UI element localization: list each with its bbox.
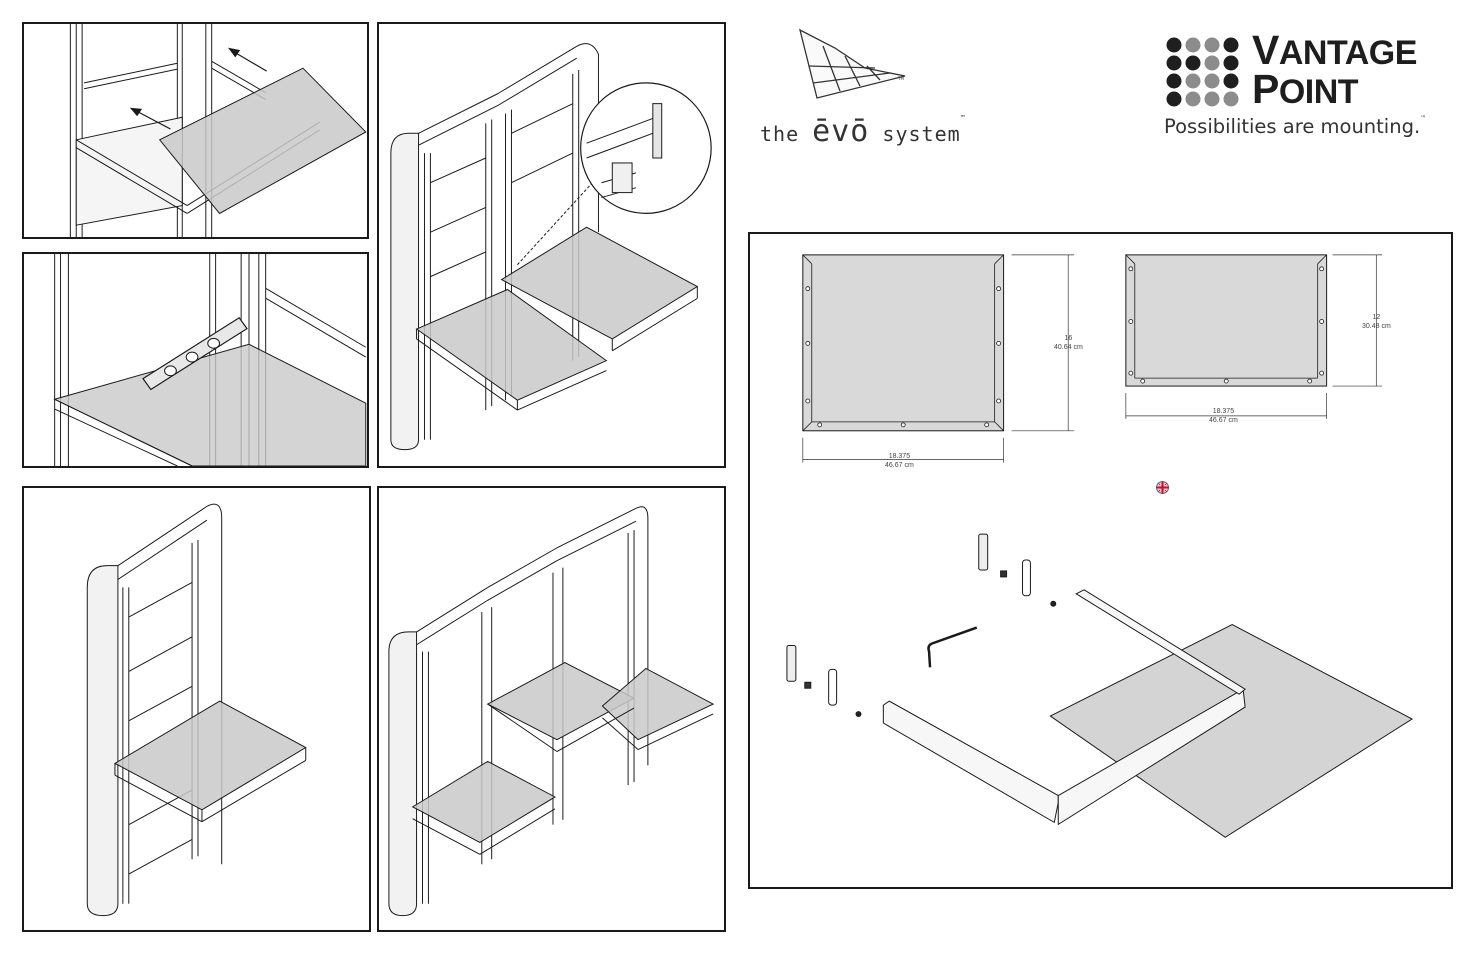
shelf-large-width-in: 18.375 bbox=[888, 453, 911, 460]
shelf-small-depth-cm: 30.48 cm bbox=[1362, 323, 1391, 330]
brand-tagline: Possibilities are mounting.™ bbox=[1164, 115, 1426, 138]
shelf-small-depth-label: 12 30.48 cm bbox=[1362, 313, 1391, 331]
shelf-small-width-cm: 46.67 cm bbox=[1209, 417, 1238, 424]
tagline-tm: ™ bbox=[1420, 115, 1427, 122]
tagline-text: Possibilities are mounting. bbox=[1164, 115, 1421, 138]
shelf-dimensions-and-parts: 18.375 46.67 cm 16 40.64 cm 18.375 46.67… bbox=[748, 232, 1453, 889]
logo-dot bbox=[1185, 55, 1201, 71]
shelf-small-width-label: 18.375 46.67 cm bbox=[1209, 407, 1238, 425]
brand-name-line1-rest: ANTAGE bbox=[1278, 34, 1418, 72]
logo-dot bbox=[1223, 55, 1239, 71]
brand-evo: ēvō bbox=[812, 114, 870, 149]
step-1-slide-shelf bbox=[22, 22, 369, 239]
brand-left-tm: ™ bbox=[960, 114, 966, 122]
shelf-large-width-label: 18.375 46.67 cm bbox=[885, 452, 914, 470]
shelf-small-depth-in: 12 bbox=[1372, 314, 1381, 321]
svg-text:TM: TM bbox=[897, 76, 904, 81]
logo-dot bbox=[1166, 55, 1182, 71]
step-4-single-column bbox=[22, 486, 371, 932]
shelf-large-drawing bbox=[802, 254, 1075, 463]
arrow-icon bbox=[129, 47, 267, 130]
uk-flag-icon[interactable] bbox=[1156, 481, 1169, 494]
shelf-large-depth-cm: 40.64 cm bbox=[1054, 344, 1083, 351]
logo-dot bbox=[1204, 55, 1220, 71]
brand-name-line2-first: P bbox=[1252, 66, 1279, 112]
vantage-point-wordmark: VANTAGE POINT bbox=[1252, 30, 1418, 112]
logo-dot bbox=[1204, 91, 1220, 107]
step-1-illustration bbox=[69, 24, 367, 237]
logo-dot bbox=[1185, 73, 1201, 89]
logo-dot bbox=[1166, 73, 1182, 89]
logo-dot bbox=[1166, 37, 1182, 53]
evo-logo-icon: TM bbox=[799, 28, 906, 99]
shelf-small-width-in: 18.375 bbox=[1212, 408, 1235, 415]
brand-prefix: the bbox=[760, 122, 800, 146]
logo-dot bbox=[1204, 73, 1220, 89]
brand-name-line2-rest: OINT bbox=[1278, 73, 1359, 111]
spirit-level-icon bbox=[142, 317, 248, 391]
brand-suffix: system bbox=[882, 122, 961, 146]
step-5-multiple-shelves bbox=[377, 486, 726, 932]
shelf-large-depth-in: 16 bbox=[1064, 335, 1073, 342]
shelf-small-drawing bbox=[1125, 254, 1383, 419]
shelf-large-depth-label: 16 40.64 cm bbox=[1054, 334, 1083, 352]
step-2-level-shelf bbox=[22, 252, 369, 468]
vantage-point-dots-icon bbox=[1166, 37, 1239, 107]
logo-dot bbox=[1223, 73, 1239, 89]
brand-name-line1-first: V bbox=[1252, 27, 1279, 73]
hardware-parts bbox=[786, 533, 1057, 718]
logo-dot bbox=[1166, 91, 1182, 107]
logo-dot bbox=[1223, 91, 1239, 107]
logo-dot bbox=[1223, 37, 1239, 53]
evo-system-wordmark: the ēvō system™ bbox=[760, 114, 966, 149]
step-3-shelf-detail bbox=[377, 22, 726, 468]
shelf-large-width-cm: 46.67 cm bbox=[885, 462, 914, 469]
logo-dot bbox=[1185, 37, 1201, 53]
logo-dot bbox=[1204, 37, 1220, 53]
logo-dot bbox=[1185, 91, 1201, 107]
